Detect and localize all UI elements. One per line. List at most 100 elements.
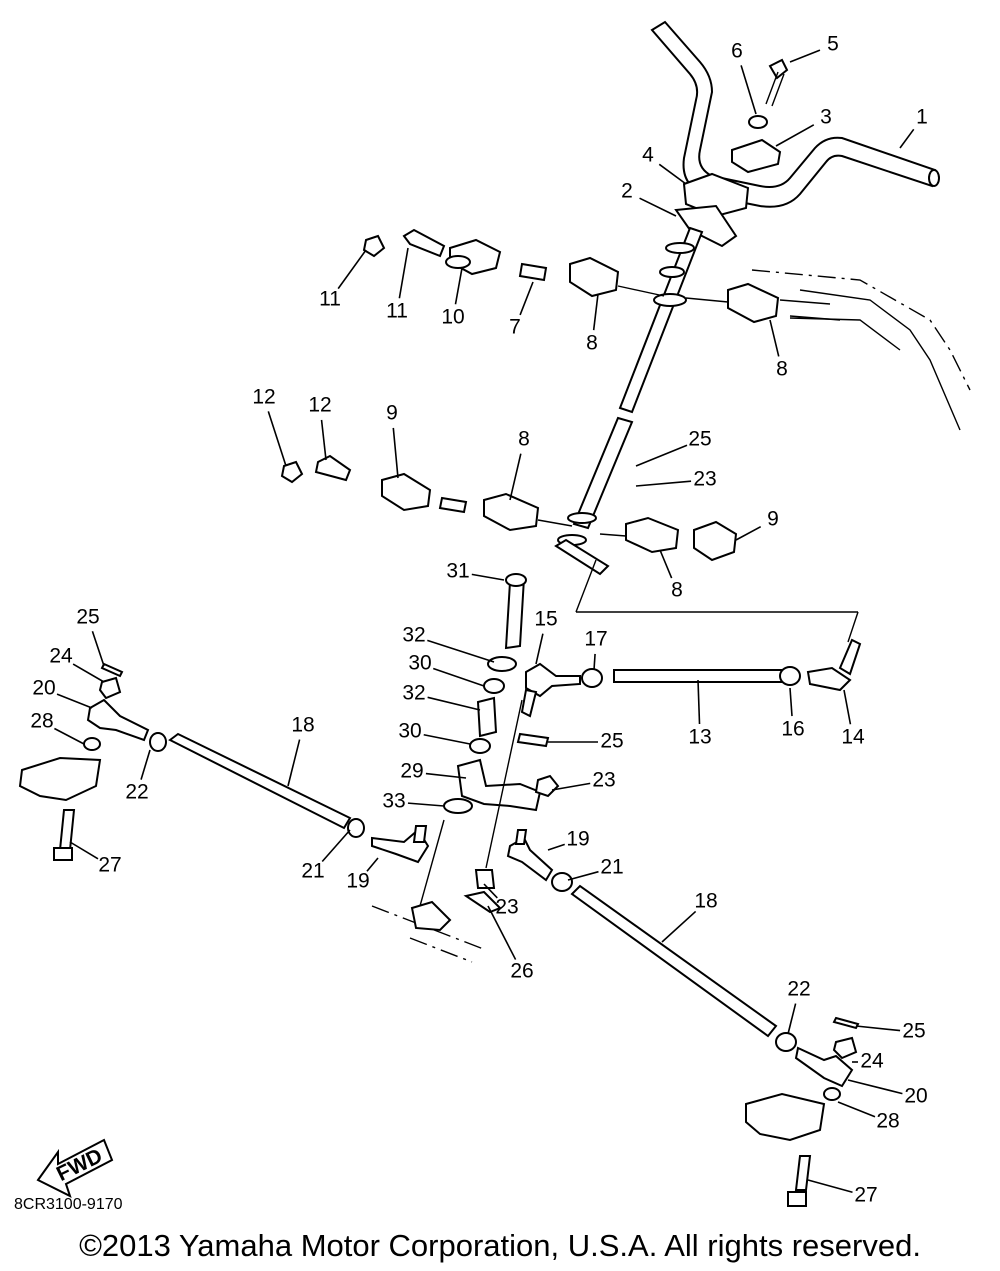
tie-rod-right bbox=[570, 884, 778, 1038]
callout-16: 16 bbox=[781, 718, 804, 741]
callout-leader-20 bbox=[56, 693, 93, 709]
callout-22: 22 bbox=[787, 978, 810, 1001]
knuckle-arm-left bbox=[18, 756, 102, 802]
callout-33: 33 bbox=[382, 790, 405, 813]
callout-leader-22 bbox=[787, 1003, 797, 1035]
callout-leader-22 bbox=[140, 749, 151, 780]
callout-19: 19 bbox=[566, 828, 589, 851]
callout-15: 15 bbox=[534, 608, 557, 631]
callout-leader-24 bbox=[72, 663, 105, 683]
callout-29: 29 bbox=[400, 760, 423, 783]
callout-21: 21 bbox=[600, 856, 623, 879]
callout-leader-5 bbox=[789, 49, 821, 63]
callout-leader-23 bbox=[635, 480, 692, 487]
callout-leader-17 bbox=[593, 653, 596, 671]
callout-6: 6 bbox=[731, 40, 743, 63]
callout-24: 24 bbox=[49, 645, 73, 668]
callout-20: 20 bbox=[32, 677, 55, 700]
callout-leader-8 bbox=[769, 319, 780, 357]
callout-13: 13 bbox=[688, 726, 711, 749]
callout-leader-13 bbox=[697, 679, 701, 725]
callout-leader-7 bbox=[519, 281, 534, 316]
callout-leader-27 bbox=[807, 1179, 853, 1194]
callout-leader-25 bbox=[635, 444, 688, 467]
callout-11: 11 bbox=[319, 288, 341, 311]
fwd-arrow bbox=[36, 1138, 114, 1198]
callout-leader-15 bbox=[535, 633, 544, 665]
callout-8: 8 bbox=[776, 358, 788, 381]
callout-leader-11 bbox=[398, 247, 409, 299]
callout-2: 2 bbox=[621, 180, 633, 203]
column-plate bbox=[674, 204, 738, 248]
callout-31: 31 bbox=[446, 560, 469, 583]
callout-leader-4 bbox=[658, 163, 687, 185]
callout-leader-16 bbox=[789, 687, 793, 717]
callout-17: 17 bbox=[584, 628, 607, 651]
callout-leader-14 bbox=[843, 689, 852, 725]
lower-holder bbox=[682, 172, 750, 218]
handlebar bbox=[650, 20, 937, 208]
callout-27: 27 bbox=[98, 854, 121, 877]
callout-leader-26 bbox=[487, 905, 517, 960]
callout-19: 19 bbox=[346, 870, 369, 893]
callout-leader-27 bbox=[69, 841, 99, 860]
callout-10: 10 bbox=[441, 306, 464, 329]
callout-18: 18 bbox=[694, 890, 717, 913]
callout-30: 30 bbox=[398, 720, 421, 743]
callout-leader-18 bbox=[287, 739, 301, 787]
callout-leader-1 bbox=[899, 128, 915, 149]
callout-27: 27 bbox=[854, 1184, 877, 1207]
callout-leader-8 bbox=[659, 549, 673, 579]
callout-14: 14 bbox=[841, 726, 865, 749]
part-drawings: FWD bbox=[18, 20, 971, 1207]
callout-12: 12 bbox=[308, 394, 331, 417]
callout-25: 25 bbox=[688, 428, 711, 451]
tie-rod-left bbox=[168, 732, 352, 830]
steering-column-upper bbox=[618, 226, 704, 414]
callout-8: 8 bbox=[586, 332, 598, 355]
callout-leader-2 bbox=[639, 197, 677, 217]
callout-leader-20 bbox=[847, 1079, 903, 1095]
callout-leader-28 bbox=[837, 1101, 876, 1118]
callout-1: 1 bbox=[916, 106, 928, 129]
callout-leader-8 bbox=[509, 453, 522, 501]
callout-32: 32 bbox=[402, 624, 425, 647]
callout-leader-11 bbox=[337, 249, 367, 290]
tie-rod-end-20-left bbox=[86, 698, 150, 742]
fwd-label: FWD bbox=[53, 1144, 106, 1186]
callout-leader-18 bbox=[661, 910, 697, 943]
callout-leader-28 bbox=[54, 727, 85, 745]
callout-18: 18 bbox=[291, 714, 314, 737]
callout-leader-33 bbox=[407, 802, 445, 807]
tie-rod-end-14 bbox=[806, 666, 852, 692]
callout-leader-12 bbox=[267, 411, 287, 467]
callout-28: 28 bbox=[876, 1110, 899, 1133]
callout-25: 25 bbox=[76, 606, 99, 629]
callout-leader-9 bbox=[735, 525, 762, 541]
callout-25: 25 bbox=[600, 730, 623, 753]
callout-11: 11 bbox=[386, 300, 408, 323]
callout-leader-32 bbox=[427, 639, 495, 663]
callout-30: 30 bbox=[408, 652, 431, 675]
callout-leader-19 bbox=[547, 843, 565, 851]
column-lower-arm bbox=[554, 538, 610, 576]
callout-20: 20 bbox=[904, 1085, 927, 1108]
callout-5: 5 bbox=[827, 33, 839, 56]
upper-holder bbox=[731, 138, 782, 174]
pitman-arm bbox=[456, 758, 542, 812]
callout-22: 22 bbox=[125, 781, 148, 804]
copyright-notice: ©2013 Yamaha Motor Corporation, U.S.A. A… bbox=[79, 1228, 921, 1263]
callout-leader-29 bbox=[425, 772, 467, 779]
callout-23: 23 bbox=[495, 896, 518, 919]
callout-9: 9 bbox=[386, 402, 398, 425]
callout-leader-23 bbox=[483, 883, 498, 899]
drawing-code: 8CR3100-9170 bbox=[14, 1196, 123, 1213]
callout-leader-8 bbox=[592, 293, 599, 331]
callout-leader-30 bbox=[432, 667, 485, 687]
callout-leader-21 bbox=[567, 870, 599, 881]
callout-leader-30 bbox=[423, 733, 471, 745]
callout-leader-12 bbox=[320, 419, 327, 461]
callout-9: 9 bbox=[767, 508, 779, 531]
